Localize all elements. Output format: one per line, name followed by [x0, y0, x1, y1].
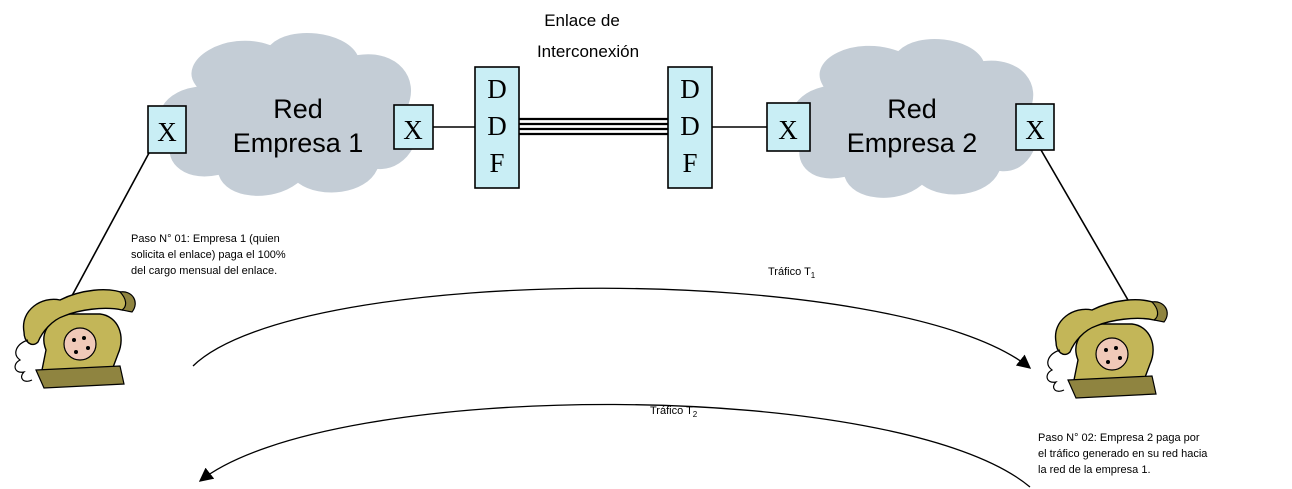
network-cloud-1: Red Empresa 1: [157, 31, 420, 198]
network-cloud-2: Red Empresa 2: [788, 37, 1040, 200]
ddf-left: D D F: [474, 66, 520, 189]
access-line-left: [59, 152, 150, 319]
cloud-icon: [788, 37, 1040, 200]
traffic-arc-t2: [198, 403, 1031, 488]
ddf-left-letter-2: D: [487, 111, 507, 141]
note-step-2-line-2: el tráfico generado en su red hacia: [1038, 448, 1208, 460]
note-step-2-line-1: Paso N° 02: Empresa 2 paga por: [1038, 432, 1200, 444]
traffic-label-t1: Tráfico T1: [768, 266, 816, 280]
network-name-2-line-2: Empresa 2: [847, 128, 978, 158]
ddf-right-letter-3: F: [682, 148, 697, 178]
network-name-1-line-1: Red: [273, 94, 323, 124]
ddf-right-letter-1: D: [680, 74, 700, 104]
network-name-1-line-2: Empresa 1: [233, 128, 364, 158]
switch-label: X: [403, 115, 423, 145]
telephone-icon: [14, 289, 136, 389]
traffic-arc-t1: [192, 287, 1032, 369]
ddf-left-letter-3: F: [489, 148, 504, 178]
link-title-line-1: Enlace de: [544, 11, 620, 30]
note-step-1-line-3: del cargo mensual del enlace.: [131, 265, 277, 277]
interconnection-link: [519, 117, 668, 136]
ddf-right: D D F: [667, 66, 713, 189]
switch-empresa1-access: X: [147, 105, 187, 154]
link-title-line-2: Interconexión: [537, 42, 639, 61]
network-name-2-line-1: Red: [887, 94, 937, 124]
access-line-right: [1040, 149, 1129, 301]
cloud-icon: [157, 31, 420, 198]
switch-label: X: [778, 115, 798, 145]
traffic-label-t2: Tráfico T2: [650, 405, 698, 419]
note-step-2: Paso N° 02: Empresa 2 paga por el tráfic…: [1038, 432, 1208, 476]
switch-empresa2-access: X: [1015, 103, 1055, 151]
note-step-1-line-2: solicita el enlace) paga el 100%: [131, 249, 286, 261]
telephone-icon: [1046, 299, 1168, 399]
switch-label: X: [157, 117, 177, 147]
note-step-1-line-1: Paso N° 01: Empresa 1 (quien: [131, 233, 280, 245]
note-step-1: Paso N° 01: Empresa 1 (quien solicita el…: [131, 233, 286, 277]
ddf-left-letter-1: D: [487, 74, 507, 104]
note-step-2-line-3: la red de la empresa 1.: [1038, 464, 1151, 476]
switch-empresa1-gateway: X: [393, 104, 434, 150]
switch-label: X: [1025, 115, 1045, 145]
ddf-right-letter-2: D: [680, 111, 700, 141]
switch-empresa2-gateway: X: [766, 102, 811, 152]
